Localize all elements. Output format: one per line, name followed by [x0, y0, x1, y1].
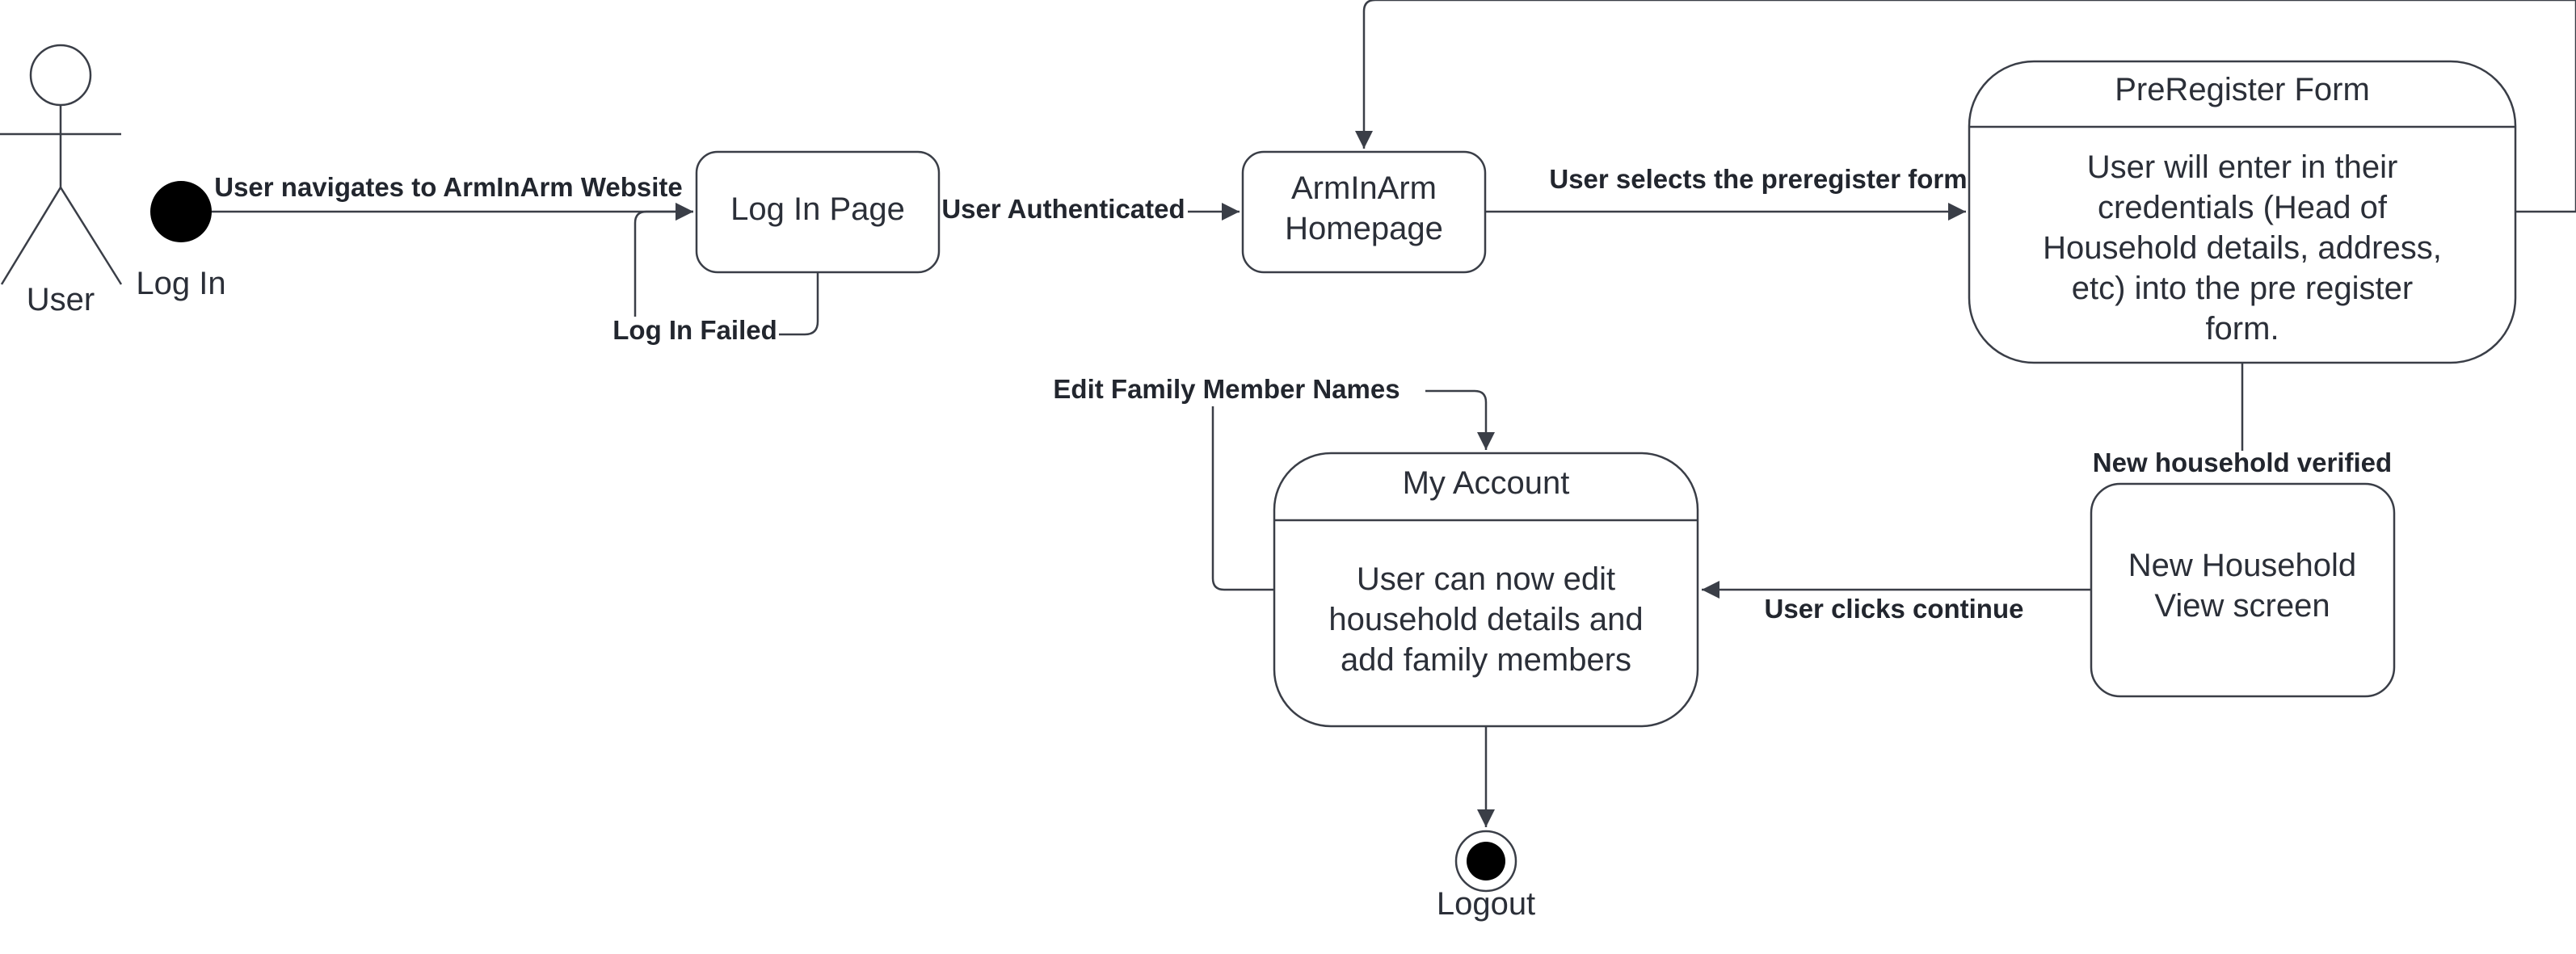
edge-login-failed-out: [779, 272, 819, 336]
edge-label-household-verified: New household verified: [2093, 448, 2392, 477]
my-account-body-line1: User can now edit: [1357, 561, 1615, 597]
state-homepage: ArmInArm Homepage: [1241, 150, 1487, 274]
end-label: Logout: [1437, 886, 1535, 922]
my-account-body-line3: add family members: [1341, 642, 1631, 678]
edge-preregister-back-home: [1355, 0, 2576, 213]
preregister-body-line5: form.: [2205, 311, 2279, 347]
actor-left-leg: [0, 187, 62, 285]
end-node: Logout: [1437, 830, 1535, 922]
actor-label: User: [27, 282, 95, 317]
homepage-title-line1: ArmInArm: [1291, 170, 1437, 206]
actor-head: [29, 44, 92, 107]
login-page-title: Log In Page: [730, 191, 905, 227]
preregister-title: PreRegister Form: [2115, 72, 2370, 107]
edge-label-login-failed: Log In Failed: [612, 315, 777, 345]
edge-label-select-preregister: User selects the preregister form: [1549, 164, 1967, 194]
new-household-title-line1: New Household: [2128, 548, 2356, 583]
edge-label-clicks-continue: User clicks continue: [1765, 594, 2024, 624]
edge-label-navigate: User navigates to ArmInArm Website: [214, 172, 683, 202]
state-new-household: New Household View screen: [2090, 482, 2396, 698]
edge-login-failed-in: [633, 203, 693, 317]
actor-right-leg: [59, 187, 123, 285]
preregister-body-line4: etc) into the pre register: [2072, 271, 2413, 306]
start-node: Log In: [136, 181, 226, 301]
edge-edit-family-out: [1211, 406, 1274, 591]
state-preregister: PreRegister Form User will enter in thei…: [1968, 60, 2517, 364]
preregister-body-line3: Household details, address,: [2043, 230, 2442, 266]
edge-label-authenticated: User Authenticated: [941, 194, 1185, 224]
edge-edit-family-in: [1425, 389, 1495, 450]
start-circle: [150, 181, 212, 242]
homepage-title-line2: Homepage: [1285, 211, 1443, 246]
end-inner-circle: [1467, 842, 1505, 880]
preregister-body-line2: credentials (Head of: [2098, 190, 2388, 225]
actor-user: User: [0, 44, 123, 317]
my-account-title: My Account: [1403, 465, 1570, 501]
start-label: Log In: [136, 266, 225, 301]
edge-label-edit-family: Edit Family Member Names: [1053, 374, 1400, 404]
my-account-body-line2: household details and: [1328, 602, 1643, 637]
new-household-title-line2: View screen: [2154, 588, 2330, 624]
state-login-page: Log In Page: [695, 150, 941, 274]
preregister-body-line1: User will enter in their: [2087, 149, 2398, 185]
state-my-account: My Account User can now edit household d…: [1273, 452, 1699, 728]
